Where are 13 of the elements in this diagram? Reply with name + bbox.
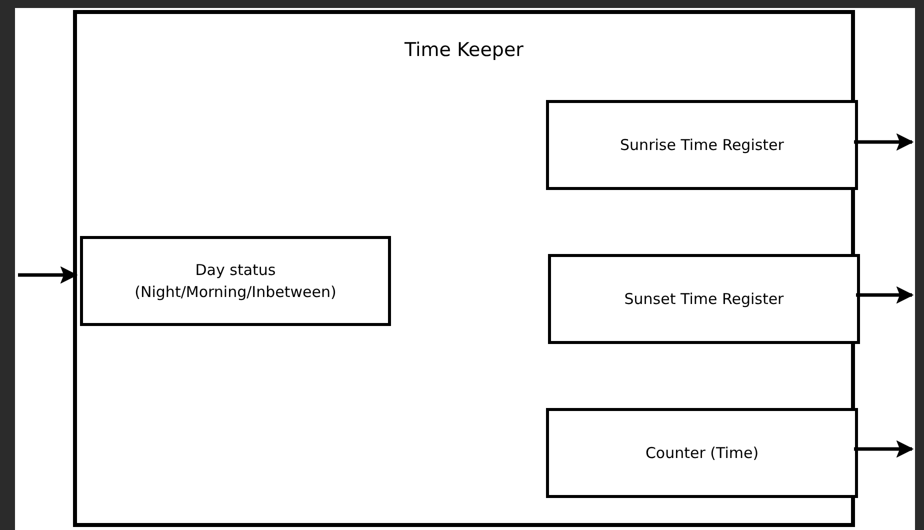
arrow [856, 286, 914, 304]
process-box [546, 408, 858, 498]
box-label: Sunset Time Register [623, 289, 785, 310]
process-box [548, 254, 860, 344]
arrow [854, 133, 914, 151]
box-label: Counter (Time) [644, 443, 760, 464]
process-box [546, 100, 858, 190]
arrow [18, 266, 78, 284]
title-text: Time Keeper [404, 38, 524, 63]
box-label: Day status (Night/Morning/Inbetween) [134, 260, 338, 303]
arrow [854, 440, 914, 458]
box-label: Sunrise Time Register [619, 135, 785, 156]
process-box [80, 236, 391, 326]
